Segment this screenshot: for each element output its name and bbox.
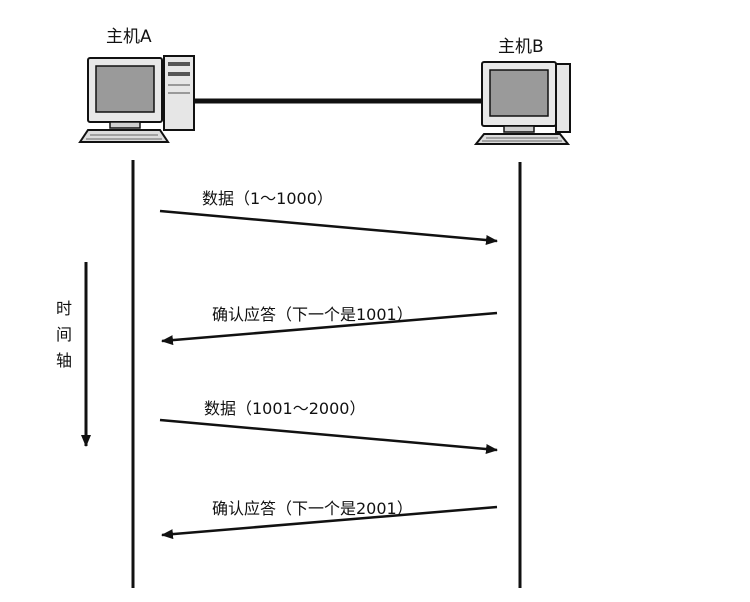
message-arrow-3	[160, 420, 497, 450]
message-label-4: 确认应答（下一个是2001）	[212, 499, 413, 518]
message-label-1: 数据（1～1000）	[202, 189, 333, 208]
time-axis-char-3: 轴	[56, 351, 72, 370]
computer-b-icon	[476, 62, 570, 144]
message-label-3: 数据（1001～2000）	[204, 399, 365, 418]
message-arrow-1	[160, 211, 497, 241]
computer-a-icon	[80, 56, 194, 142]
host-a-label: 主机A	[106, 27, 152, 47]
time-axis-char-1: 时	[56, 299, 72, 318]
time-axis-char-2: 间	[56, 325, 72, 344]
host-b-label: 主机B	[498, 37, 544, 57]
message-label-2: 确认应答（下一个是1001）	[212, 305, 413, 324]
